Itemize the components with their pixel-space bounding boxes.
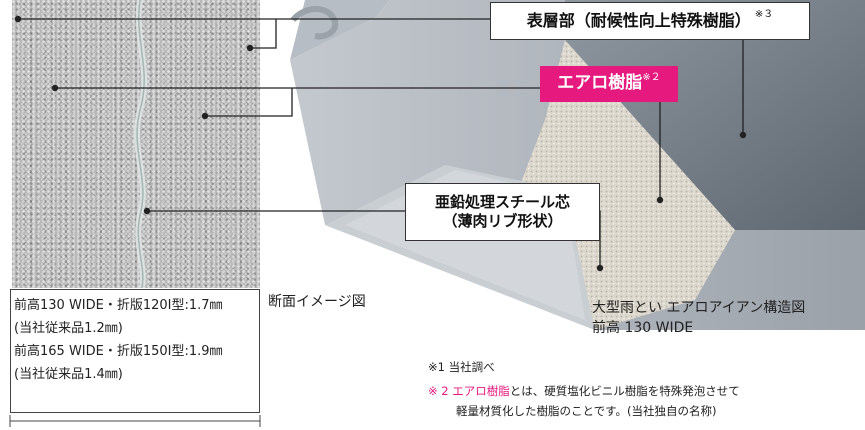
cross-section-image bbox=[12, 0, 260, 289]
spec-line: (当社従来品1.2㎜) bbox=[14, 321, 123, 336]
footnote-2-mark: ※ 2 bbox=[428, 384, 453, 398]
gutter-caption-title: 大型雨とい エアロアイアン構造図 bbox=[592, 300, 806, 316]
footnote-1: ※1 当社調べ bbox=[428, 360, 495, 374]
spec-line: (当社従来品1.4㎜) bbox=[14, 367, 123, 382]
cross-section-caption: 断面イメージ図 bbox=[268, 294, 366, 310]
aero-resin-note-mark: ※２ bbox=[642, 71, 661, 83]
steel-core-sublabel: （薄肉リブ形状） bbox=[442, 212, 563, 230]
spec-line: 前高130 WIDE・折版120Ⅰ型:1.7㎜ bbox=[14, 298, 223, 313]
aero-resin-label: エアロ樹脂 bbox=[557, 73, 643, 94]
footnote-2: ※ 2 エアロ樹脂とは、硬質塩化ビニル樹脂を特殊発泡させて 軽量材質化した樹脂の… bbox=[428, 381, 740, 421]
aero-resin-callout: エアロ樹脂 ※２ bbox=[540, 66, 678, 102]
surface-layer-note-mark: ※３ bbox=[754, 8, 774, 20]
steel-core-strip bbox=[134, 0, 148, 289]
gutter-structure-illustration bbox=[265, 0, 865, 360]
thickness-spec-box: 前高130 WIDE・折版120Ⅰ型:1.7㎜ (当社従来品1.2㎜) 前高16… bbox=[10, 289, 260, 413]
spec-dimension-line bbox=[9, 415, 261, 427]
gutter-caption: 大型雨とい エアロアイアン構造図 前高 130 WIDE bbox=[592, 299, 805, 338]
gutter-caption-model: 前高 130 WIDE bbox=[592, 319, 694, 336]
footnote-2-term: エアロ樹脂 bbox=[452, 384, 510, 398]
spec-line: 前高165 WIDE・折版150Ⅰ型:1.9㎜ bbox=[14, 344, 223, 359]
surface-layer-label: 表層部（耐候性向上特殊樹脂） bbox=[526, 11, 751, 30]
steel-core-callout: 亜鉛処理スチール芯 （薄肉リブ形状） bbox=[405, 183, 600, 241]
footnote-2-text: とは、硬質塩化ビニル樹脂を特殊発泡させて bbox=[509, 384, 740, 398]
steel-core-label: 亜鉛処理スチール芯 bbox=[434, 193, 570, 212]
surface-layer-callout: 表層部（耐候性向上特殊樹脂） ※３ bbox=[490, 2, 810, 40]
footnote-2-continuation: 軽量材質化した樹脂のことです。(当社独自の名称) bbox=[456, 404, 717, 419]
